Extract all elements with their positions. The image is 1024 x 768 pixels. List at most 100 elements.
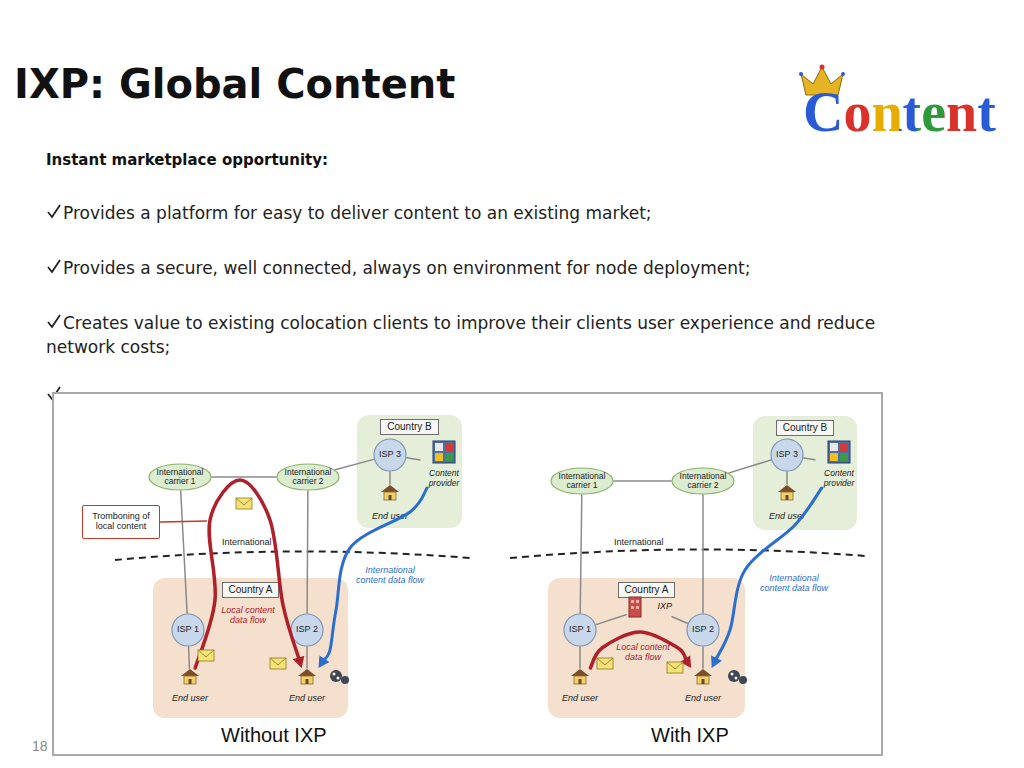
icon-tile (840, 443, 848, 451)
connector (188, 647, 190, 668)
panel-caption: Without IXP (221, 723, 327, 747)
border-dashed-line (510, 549, 866, 558)
house-door (702, 679, 705, 684)
bullet-text: Provides a secure, well connected, alway… (46, 256, 906, 280)
crown-jewel (799, 72, 803, 76)
lead-text: Instant marketplace opportunity: (46, 150, 328, 170)
node-label: Country A (618, 582, 676, 598)
connector (181, 491, 187, 613)
flow-label: International content data flow (754, 574, 834, 594)
icon-frame (433, 441, 455, 463)
circle-shape (564, 614, 596, 646)
ixp-icon (628, 596, 642, 618)
node-label: International carrier 2 (280, 468, 336, 487)
arrow-head (293, 656, 305, 668)
node-label: IXP (657, 602, 672, 612)
circle-shape (771, 439, 803, 471)
connector (407, 458, 420, 460)
end-user: End user (765, 484, 809, 522)
node-label: ISP 1 (569, 625, 591, 635)
house-wall (574, 676, 586, 684)
connector-line (195, 480, 299, 668)
connector (703, 647, 704, 668)
house-roof (694, 669, 712, 676)
isp-circle: ISP 2 (290, 613, 324, 647)
house-door (579, 679, 582, 684)
country-region: Country AISP 1ISP 2End userEnd user (153, 578, 348, 718)
house-roof (181, 669, 199, 676)
circle-shape (172, 614, 204, 646)
icon-frame (828, 441, 850, 463)
check-mark (48, 205, 60, 217)
envelope-icon (236, 498, 252, 509)
figure-frame (53, 393, 882, 755)
page-number: 18 (32, 738, 48, 754)
connector-line (306, 491, 308, 613)
check-mark (48, 260, 60, 272)
house-roof (298, 669, 316, 676)
node-label: Content provider (817, 469, 861, 488)
connector (672, 617, 687, 624)
callout-leader (160, 521, 207, 522)
check-mark (48, 315, 60, 327)
connector (580, 647, 581, 668)
provider-icon (432, 440, 456, 464)
isp-circle: ISP 3 (770, 438, 804, 472)
house-wall (697, 676, 709, 684)
end-user: End user (558, 668, 602, 704)
node-label: End user (172, 694, 208, 704)
ellipse-shape (149, 464, 211, 490)
ellipse-shape (551, 468, 613, 494)
node-label: End user (685, 694, 721, 704)
isp-circle: ISP 3 (373, 438, 407, 472)
carrier-ellipse: International carrier 2 (671, 467, 735, 495)
house-icon (180, 668, 200, 685)
envelope-body (236, 498, 252, 509)
connector (804, 458, 815, 460)
flow-label: International content data flow (350, 566, 430, 586)
connector (590, 632, 691, 668)
node-label: International carrier 2 (675, 472, 731, 491)
house-door (389, 495, 392, 500)
connector (614, 481, 671, 482)
connector (596, 615, 626, 625)
house-door (306, 679, 309, 684)
connector-line (579, 647, 581, 668)
connector-line (212, 476, 276, 478)
house-roof (571, 669, 589, 676)
connector-line (335, 459, 373, 469)
content-provider: Content provider (815, 440, 863, 488)
connector (335, 459, 373, 469)
connector (195, 480, 304, 668)
callout-box: Tromboning of local content (82, 505, 160, 539)
house-wall (184, 676, 196, 684)
icon-tile (435, 443, 443, 451)
connector-line (614, 480, 671, 482)
icon-tile (435, 453, 443, 461)
arrow-head (711, 656, 722, 669)
connector-line (729, 460, 771, 473)
connector (580, 495, 582, 613)
node-label: International carrier 1 (554, 472, 610, 491)
house-wall (384, 492, 396, 500)
node-label: Country B (380, 419, 438, 435)
zone-label: International (222, 537, 272, 548)
connector-line (596, 615, 626, 625)
arrow-head (319, 656, 330, 669)
bullet-text: Creates value to existing colocation cli… (46, 311, 906, 359)
connector-line (407, 458, 420, 460)
node-label: ISP 3 (379, 450, 401, 460)
end-user: End user (368, 484, 412, 522)
ellipse-shape (277, 464, 339, 490)
icon-tile (830, 453, 838, 461)
connector-line (188, 647, 190, 668)
flow-label: Local content data flow (217, 606, 279, 626)
node-label: ISP 2 (296, 625, 318, 635)
node-label: End user (769, 512, 805, 522)
country-region: Country BISP 3Content providerEnd user (753, 416, 857, 530)
connector-line (672, 617, 687, 624)
node-label: ISP 1 (177, 625, 199, 635)
content-provider: Content provider (420, 440, 468, 488)
flow-label: Local content data flow (614, 643, 672, 663)
node-label: Tromboning of local content (85, 512, 157, 532)
